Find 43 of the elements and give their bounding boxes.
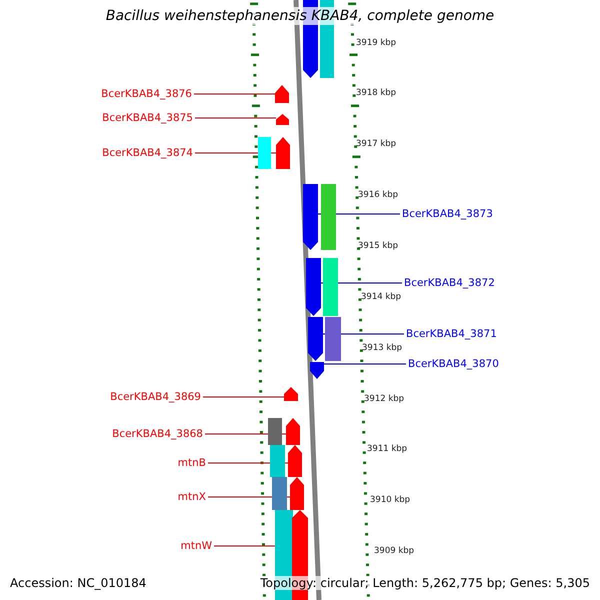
color-block <box>325 317 341 361</box>
gene-label: BcerKBAB4_3868 <box>112 428 203 440</box>
gene-label: BcerKBAB4_3872 <box>404 277 495 289</box>
footer-text: Topology: circular; Length: 5,262,775 bp; Genes: 5,305 <box>260 576 590 590</box>
gene-label: mtnW <box>180 540 212 552</box>
position-label: 3913 kbp <box>362 343 402 353</box>
gene-label: BcerKBAB4_3871 <box>406 328 497 340</box>
leader-line <box>202 396 284 398</box>
gene-feature <box>276 137 290 169</box>
color-block <box>270 445 285 477</box>
gene-feature <box>290 477 304 510</box>
gene-feature <box>303 184 318 250</box>
position-label: 3912 kbp <box>364 394 404 404</box>
color-block <box>258 137 271 169</box>
gene-feature <box>284 387 298 401</box>
position-label: 3910 kbp <box>370 495 410 505</box>
position-label: 3911 kbp <box>367 444 408 454</box>
position-label: 3914 kbp <box>361 292 402 302</box>
footer-text: Accession: NC_010184 <box>10 576 146 590</box>
gene-label: BcerKBAB4_3876 <box>101 88 192 100</box>
gene-label: BcerKBAB4_3869 <box>110 391 201 403</box>
gene-feature <box>276 114 289 125</box>
color-block <box>272 477 287 510</box>
gene-feature <box>275 85 289 103</box>
color-block <box>321 184 336 250</box>
position-label: 3916 kbp <box>358 190 398 200</box>
gene-feature <box>288 445 302 477</box>
position-label: 3919 kbp <box>356 38 396 48</box>
gene-label: BcerKBAB4_3874 <box>102 147 193 159</box>
gene-feature <box>286 418 300 445</box>
gene-label: mtnX <box>178 491 206 503</box>
position-label: 3909 kbp <box>374 546 414 556</box>
gene-feature <box>310 362 324 379</box>
color-block <box>268 418 282 445</box>
gene-label: BcerKBAB4_3870 <box>408 358 499 370</box>
gene-feature <box>306 258 321 316</box>
gene-label: mtnB <box>178 457 206 469</box>
color-block <box>323 258 338 316</box>
position-label: 3917 kbp <box>356 139 396 149</box>
position-label: 3918 kbp <box>356 88 396 98</box>
gene-label: BcerKBAB4_3875 <box>102 112 193 124</box>
gene-label: BcerKBAB4_3873 <box>402 208 493 220</box>
position-label: 3915 kbp <box>358 241 398 251</box>
